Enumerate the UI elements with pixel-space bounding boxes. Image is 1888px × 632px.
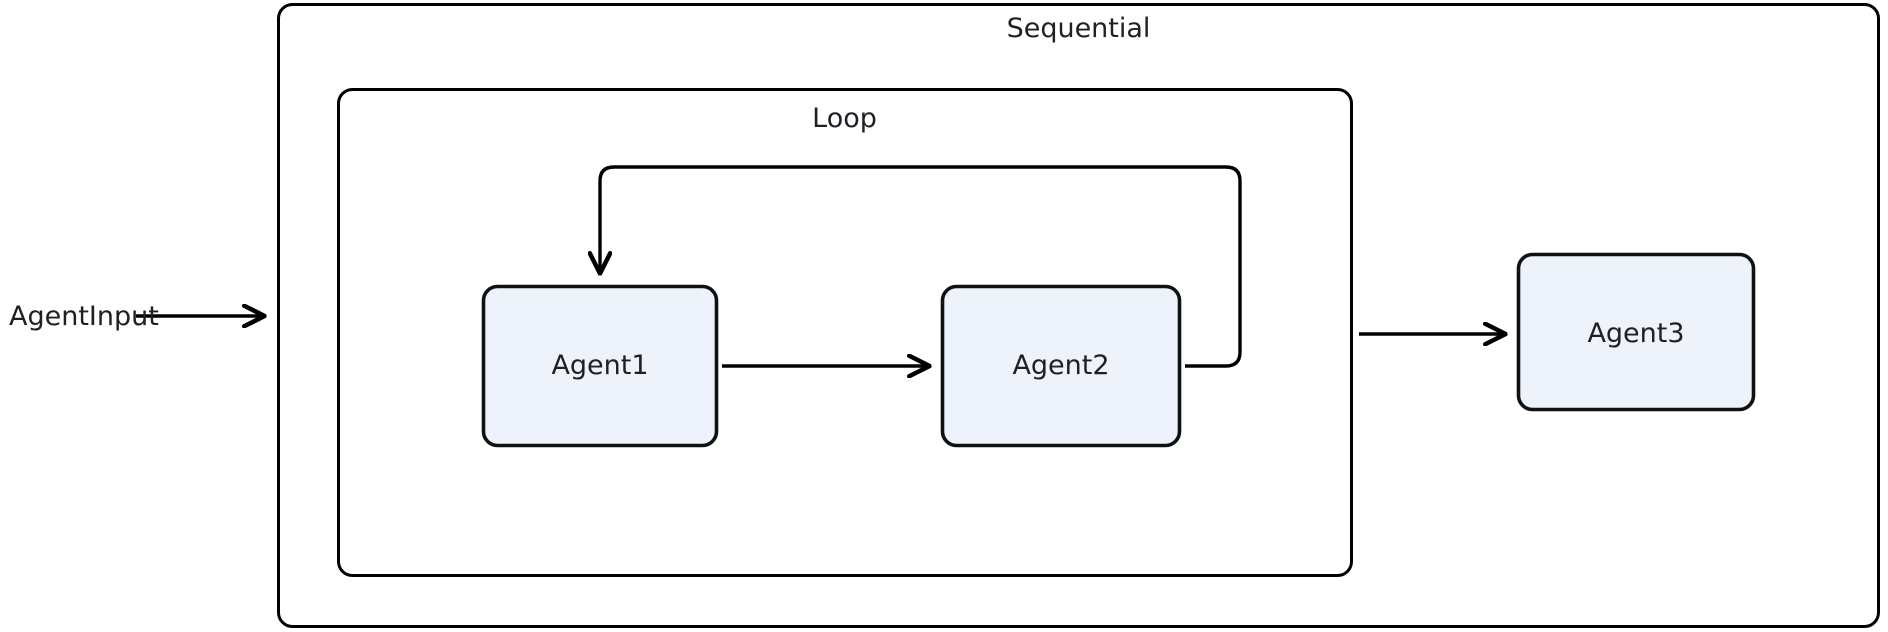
group-box-sequential[interactable] — [277, 3, 1880, 628]
node-box-agent1[interactable] — [481, 284, 719, 448]
group-box-loop[interactable] — [337, 88, 1353, 577]
node-box-agent3[interactable] — [1516, 252, 1756, 412]
node-label-agent3: Agent3 — [1587, 318, 1685, 349]
group-title-loop: Loop — [812, 103, 877, 134]
node-label-agent2: Agent2 — [1012, 350, 1110, 381]
node-label-agent1: Agent1 — [551, 350, 649, 381]
edge-agent2-loopback-to-agent1 — [600, 165, 1242, 368]
group-title-sequential: Sequential — [1006, 13, 1151, 44]
external-input-label-agentinput: AgentInput — [9, 301, 159, 332]
node-box-agent2[interactable] — [940, 284, 1182, 448]
